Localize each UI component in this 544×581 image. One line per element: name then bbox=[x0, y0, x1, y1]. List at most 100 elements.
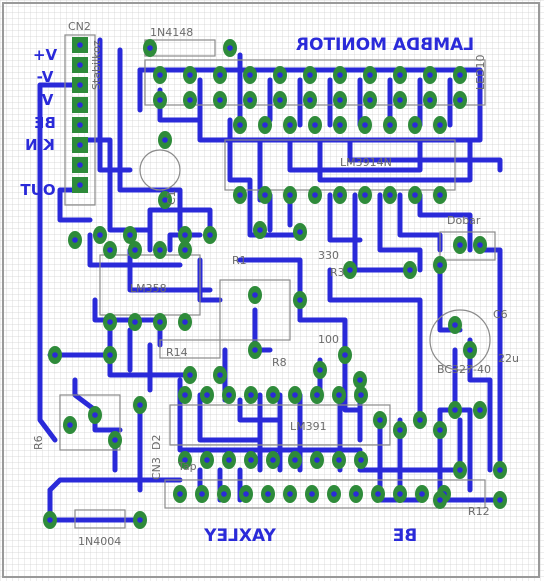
pad-hole bbox=[157, 319, 163, 325]
pad-hole bbox=[182, 457, 188, 463]
pad-hole bbox=[157, 247, 163, 253]
pad-hole bbox=[217, 72, 223, 78]
pad-hole bbox=[307, 97, 313, 103]
c6-outline bbox=[429, 309, 491, 371]
pad-hole bbox=[277, 72, 283, 78]
pad-hole bbox=[437, 427, 443, 433]
pad-hole bbox=[417, 417, 423, 423]
pad-hole bbox=[397, 97, 403, 103]
label-r12: R12 bbox=[468, 505, 490, 518]
pad-hole bbox=[107, 352, 113, 358]
pad-hole bbox=[270, 392, 276, 398]
pad-hole bbox=[287, 122, 293, 128]
pad-hole bbox=[467, 347, 473, 353]
pad-hole bbox=[357, 377, 363, 383]
pad-hole bbox=[221, 491, 227, 497]
label-100: 100 bbox=[318, 333, 339, 346]
pad-hole bbox=[97, 232, 103, 238]
pad-hole bbox=[217, 97, 223, 103]
pad-hole bbox=[252, 292, 258, 298]
label-r6: R6 bbox=[32, 435, 45, 450]
pad-hole bbox=[237, 122, 243, 128]
pad-hole bbox=[226, 457, 232, 463]
pad-hole bbox=[265, 491, 271, 497]
connector-label-out: OUT bbox=[20, 181, 56, 199]
diode-bottom-outline bbox=[74, 509, 126, 529]
pad-hole bbox=[412, 192, 418, 198]
pad-hole bbox=[92, 412, 98, 418]
pad-hole bbox=[307, 72, 313, 78]
pad-hole bbox=[277, 97, 283, 103]
pad-hole bbox=[309, 491, 315, 497]
pad-hole bbox=[162, 137, 168, 143]
pad-hole bbox=[187, 97, 193, 103]
pad-hole bbox=[317, 367, 323, 373]
pad-hole bbox=[377, 417, 383, 423]
pad-hole bbox=[137, 402, 143, 408]
pad-hole bbox=[187, 372, 193, 378]
board-bottom-right-label: BE bbox=[393, 526, 418, 546]
pad-hole bbox=[397, 72, 403, 78]
pad-hole bbox=[437, 262, 443, 268]
cn3-outline bbox=[164, 479, 486, 509]
c1-outline bbox=[139, 149, 181, 191]
pad-hole bbox=[457, 97, 463, 103]
pad-hole bbox=[72, 237, 78, 243]
label-r14: R14 bbox=[166, 346, 188, 359]
label-tap: Tap bbox=[177, 460, 197, 473]
pad-hole bbox=[314, 457, 320, 463]
label-c6-type: BC327-40 bbox=[437, 363, 491, 376]
pad-hole bbox=[204, 457, 210, 463]
label-stabilkoz: Stabilkoz bbox=[90, 40, 103, 90]
pad-hole bbox=[336, 392, 342, 398]
pad-hole bbox=[217, 372, 223, 378]
pad-hole bbox=[237, 192, 243, 198]
pad-hole bbox=[437, 192, 443, 198]
pad-hole bbox=[107, 247, 113, 253]
pad-hole bbox=[331, 491, 337, 497]
pad-hole bbox=[127, 232, 133, 238]
pad-hole bbox=[457, 72, 463, 78]
pad-hole bbox=[262, 122, 268, 128]
pad-hole bbox=[337, 97, 343, 103]
trimmer-outline bbox=[219, 279, 291, 341]
trimmer2-outline bbox=[59, 394, 121, 451]
pad-hole bbox=[247, 97, 253, 103]
traces bbox=[37, 37, 503, 523]
label-d2: D2 bbox=[150, 435, 163, 450]
pad-hole bbox=[199, 491, 205, 497]
pad-hole bbox=[362, 192, 368, 198]
pad-hole bbox=[367, 72, 373, 78]
pad-hole bbox=[452, 407, 458, 413]
label-r1: R1 bbox=[232, 254, 247, 267]
pad-hole bbox=[187, 72, 193, 78]
pad-hole bbox=[77, 142, 83, 148]
pad-hole bbox=[77, 62, 83, 68]
lm358-outline bbox=[99, 254, 201, 316]
pad-hole bbox=[457, 242, 463, 248]
pad-hole bbox=[182, 232, 188, 238]
pad-hole bbox=[427, 97, 433, 103]
label-r3: R3 bbox=[330, 266, 345, 279]
pad-hole bbox=[157, 72, 163, 78]
connector-label-v-minus-1: V- bbox=[37, 68, 54, 86]
label-diode-bottom: 1N4004 bbox=[78, 535, 121, 548]
connector-label-v-plus: V+ bbox=[33, 46, 57, 64]
pad-hole bbox=[262, 192, 268, 198]
pad-hole bbox=[437, 122, 443, 128]
pad-hole bbox=[397, 427, 403, 433]
pad-hole bbox=[497, 497, 503, 503]
pad-hole bbox=[407, 267, 413, 273]
pad-hole bbox=[412, 122, 418, 128]
pad-hole bbox=[367, 97, 373, 103]
pad-hole bbox=[162, 197, 168, 203]
pad-hole bbox=[132, 247, 138, 253]
pad-hole bbox=[358, 457, 364, 463]
pad-hole bbox=[227, 45, 233, 51]
pad-hole bbox=[248, 392, 254, 398]
pad-hole bbox=[457, 467, 463, 473]
pad-hole bbox=[347, 267, 353, 273]
pad-hole bbox=[107, 319, 113, 325]
label-dobar: Dobar bbox=[447, 214, 481, 227]
pad-hole bbox=[77, 162, 83, 168]
